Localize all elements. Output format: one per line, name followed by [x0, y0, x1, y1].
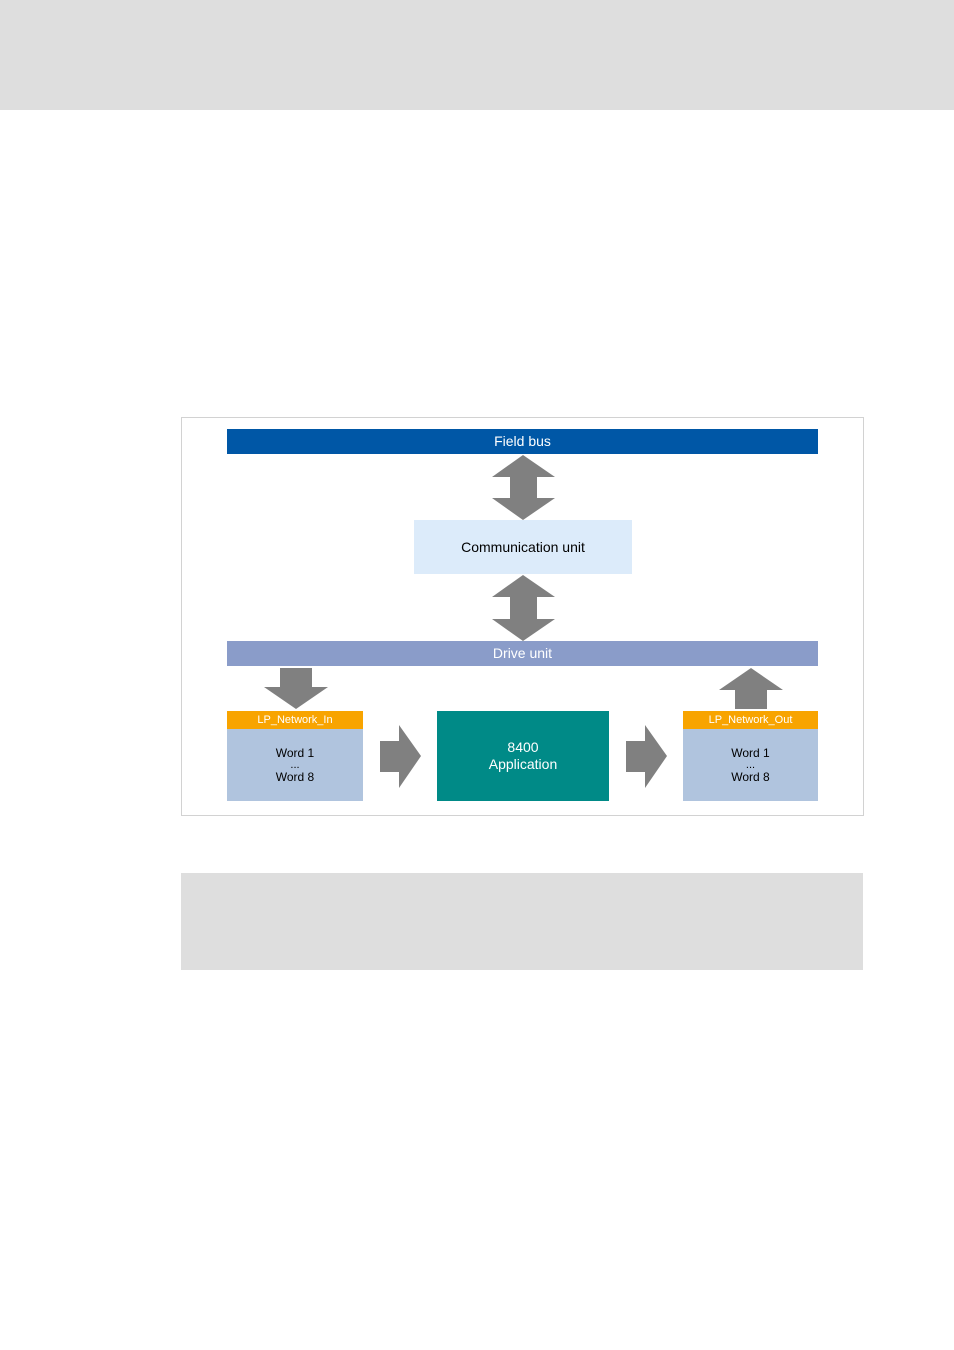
- arrow-right-icon: [626, 725, 667, 788]
- page-header-band: [0, 0, 954, 110]
- drive-unit-bar: Drive unit: [227, 641, 818, 666]
- lp-network-out-block: Word 1 ... Word 8: [683, 729, 818, 801]
- arrow-up-icon: [719, 668, 783, 709]
- application-block: 8400 Application: [437, 711, 609, 801]
- communication-unit-box: Communication unit: [414, 520, 632, 574]
- communication-unit-label: Communication unit: [461, 539, 585, 555]
- double-arrow-icon: [492, 455, 556, 520]
- double-arrow-icon: [492, 575, 556, 641]
- application-label: Application: [437, 756, 609, 773]
- lp-network-out-header: LP_Network_Out: [683, 711, 818, 729]
- lp-network-in-ellipsis: ...: [227, 761, 363, 770]
- lp-network-in-last-word: Word 8: [227, 770, 363, 785]
- application-number: 8400: [437, 739, 609, 756]
- note-box: [181, 873, 863, 970]
- arrow-right-icon: [380, 725, 421, 788]
- lp-network-out-ellipsis: ...: [683, 761, 818, 770]
- lp-network-in-block: Word 1 ... Word 8: [227, 729, 363, 801]
- field-bus-bar: Field bus: [227, 429, 818, 454]
- lp-network-in-header: LP_Network_In: [227, 711, 363, 729]
- lp-network-out-last-word: Word 8: [683, 770, 818, 785]
- arrow-down-icon: [264, 668, 328, 709]
